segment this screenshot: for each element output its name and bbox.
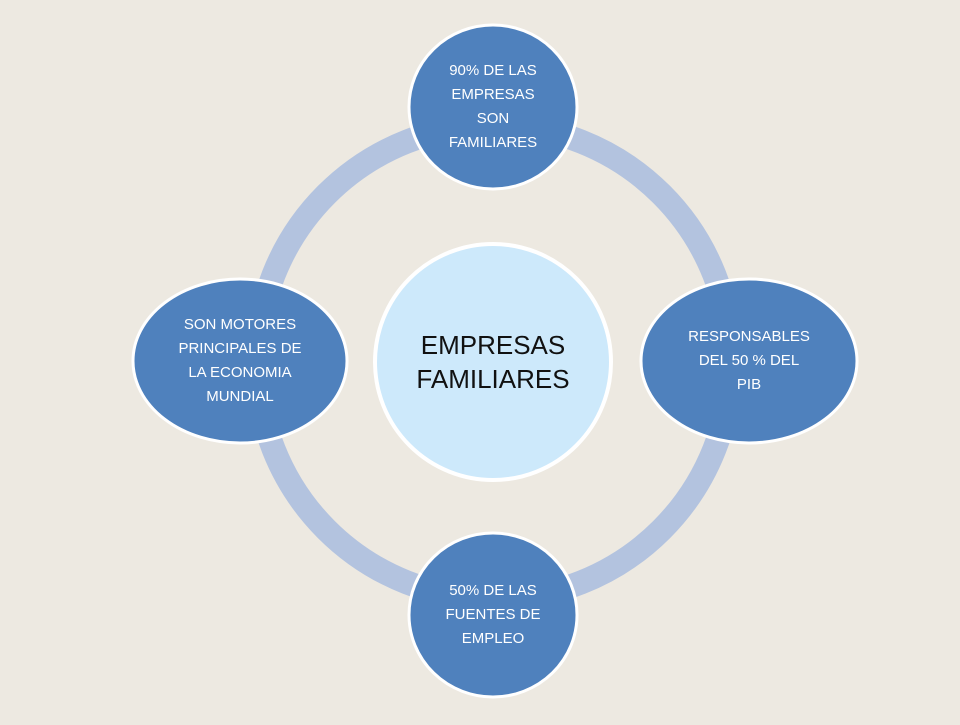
right-node-label: RESPONSABLES DEL 50 % DEL PIB bbox=[688, 328, 810, 393]
left-node-label: SON MOTORES PRINCIPALES DE LA ECONOMIA M… bbox=[178, 316, 302, 405]
bottom-node bbox=[407, 531, 579, 699]
top-node bbox=[407, 23, 579, 191]
top-node-label: 90% DE LAS EMPRESAS SON FAMILIARES bbox=[448, 62, 538, 151]
center-circle bbox=[373, 242, 613, 482]
center-label: EMPRESAS FAMILIARES bbox=[416, 330, 570, 394]
bottom-node-label: 50% DE LAS FUENTES DE EMPLEO bbox=[445, 582, 541, 647]
right-node bbox=[639, 277, 859, 445]
left-node bbox=[131, 277, 349, 445]
